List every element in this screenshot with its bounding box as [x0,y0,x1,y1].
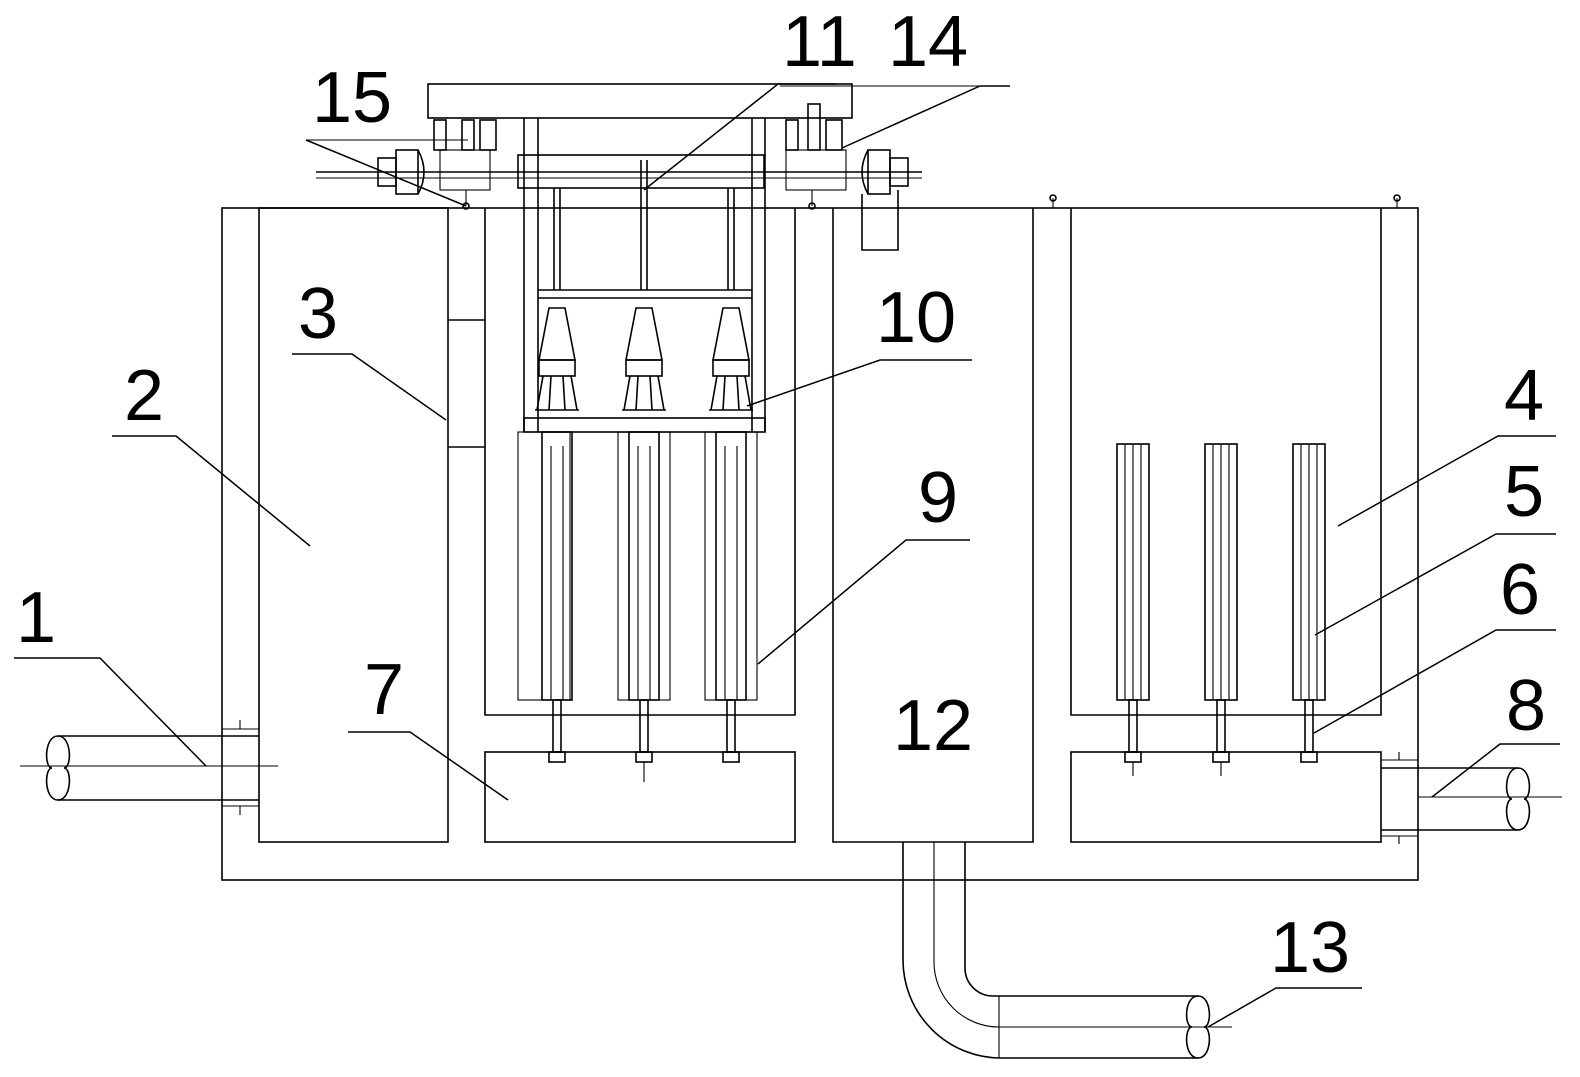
leader-lines [14,83,1560,1028]
rim-bolts [1049,194,1401,208]
label-3: 3 [298,274,338,354]
label-14: 14 [888,2,968,82]
inlet-pipe [20,720,278,815]
filter-element [1204,443,1238,776]
label-9: 9 [918,458,958,538]
label-1: 1 [16,578,56,658]
cleaning-head [622,160,666,411]
filter-tube [628,431,660,782]
label-12: 12 [893,686,973,766]
label-8: 8 [1506,666,1546,746]
filter-tube [541,431,573,763]
cleaning-head [535,188,579,411]
label-11: 11 [782,2,857,82]
filter-element [1292,443,1326,763]
left-drive-assembly [377,119,497,210]
label-2: 2 [124,356,164,436]
label-6: 6 [1500,550,1540,630]
drain-pipe [902,842,1232,1059]
filter-tubes-middle [517,431,758,782]
label-7: 7 [364,650,404,730]
reference-labels: 1 2 3 4 5 6 7 8 9 10 11 12 13 14 15 [16,2,1546,988]
label-5: 5 [1504,452,1544,532]
right-drive-assembly [785,103,909,251]
outer-tank [221,207,1419,881]
filter-tube [715,431,747,763]
outlet-pipe [1381,752,1562,844]
label-10: 10 [876,278,956,358]
cleaning-heads [535,160,753,411]
cleaning-head [709,188,753,411]
label-13: 13 [1270,908,1350,988]
overflow-window [448,319,485,448]
label-4: 4 [1504,356,1544,436]
filter-elements-right [1116,443,1326,776]
label-15: 15 [312,58,392,138]
filter-element [1116,443,1150,776]
